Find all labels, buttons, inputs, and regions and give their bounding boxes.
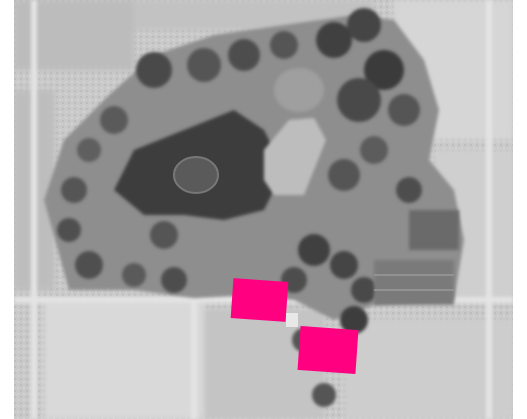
tree-canopy <box>57 8 422 407</box>
highlighted-area-2[interactable] <box>297 326 359 374</box>
round-pool <box>173 156 219 194</box>
plaza <box>274 68 324 112</box>
aerial-map[interactable] <box>14 0 513 419</box>
open-lawn-area <box>264 118 326 195</box>
tennis-courts <box>374 260 454 305</box>
building-right <box>409 210 459 250</box>
court-lines <box>374 274 454 291</box>
aerial-map-svg <box>14 0 513 419</box>
highlighted-area-1[interactable] <box>230 278 289 322</box>
path-between-highlights <box>286 313 298 327</box>
highlight-layer <box>230 278 359 374</box>
